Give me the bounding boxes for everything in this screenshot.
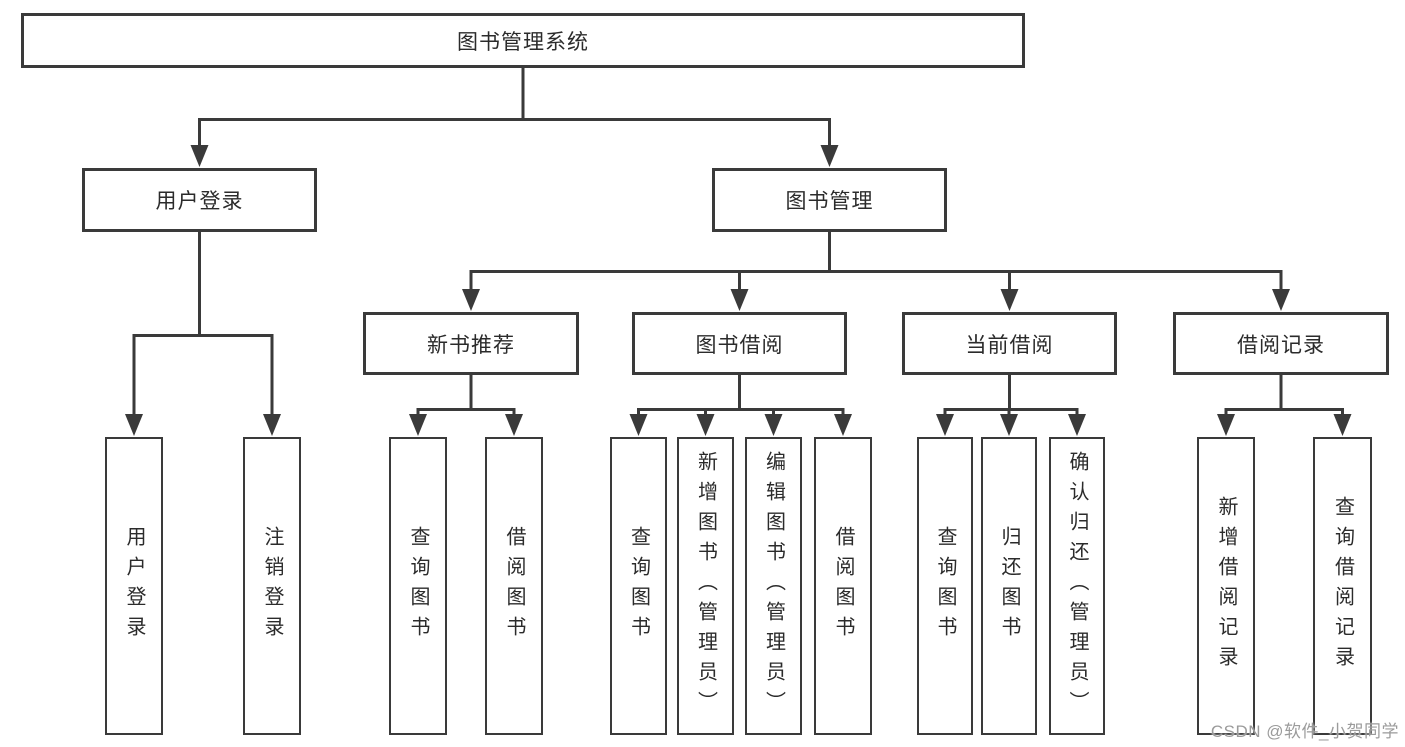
node-label: 图书借阅 — [695, 333, 784, 357]
node-new-book-recommend: 新书推荐 — [363, 312, 579, 375]
node-label: 查询图书 — [627, 526, 650, 646]
connector-bookmgmt-branch — [469, 230, 1283, 273]
node-label: 查询图书 — [934, 526, 956, 646]
node-label: 图书管理系统 — [457, 30, 589, 54]
leaf-query-book-3: 查询图书 — [917, 437, 973, 735]
arrow-down-icon — [696, 414, 715, 436]
arrow-down-icon — [505, 414, 523, 436]
arrow-down-icon — [764, 414, 783, 436]
arrow-down-icon — [1000, 414, 1018, 436]
arrow-down-icon — [936, 414, 954, 436]
node-label: 确认归还（管理员） — [1066, 451, 1088, 721]
leaf-borrow-book-1: 借阅图书 — [485, 437, 543, 735]
leaf-query-borrow-record: 查询借阅记录 — [1313, 437, 1372, 735]
node-root-system: 图书管理系统 — [21, 13, 1025, 68]
connector-userlogin-branch — [132, 230, 274, 337]
leaf-edit-book-admin: 编辑图书（管理员） — [745, 437, 802, 735]
connector-currentborrow-branch — [943, 373, 1079, 411]
connector-borrowrecord-branch — [1224, 373, 1344, 411]
connector-bookborrow-branch — [637, 373, 845, 411]
node-label: 当前借阅 — [965, 333, 1054, 357]
leaf-user-login: 用户登录 — [105, 437, 163, 735]
node-label: 归还图书 — [998, 526, 1020, 646]
arrow-down-icon — [1068, 414, 1086, 436]
node-user-login: 用户登录 — [82, 168, 317, 232]
node-label: 借阅记录 — [1237, 333, 1325, 357]
node-label: 借阅图书 — [832, 526, 854, 646]
arrow-down-icon — [1272, 289, 1290, 311]
arrow-down-icon — [730, 289, 749, 311]
node-label: 新增图书（管理员） — [694, 451, 717, 721]
node-label: 借阅图书 — [503, 526, 525, 646]
leaf-return-book: 归还图书 — [981, 437, 1037, 735]
csdn-watermark: CSDN @软件_小贺同学 — [1210, 722, 1399, 741]
leaf-add-borrow-record: 新增借阅记录 — [1197, 437, 1255, 735]
arrow-down-icon — [1217, 414, 1235, 436]
leaf-confirm-return-admin: 确认归还（管理员） — [1049, 437, 1105, 735]
leaf-logout: 注销登录 — [243, 437, 301, 735]
node-label: 图书管理 — [785, 190, 874, 213]
arrow-down-icon — [834, 414, 852, 436]
leaf-query-book-1: 查询图书 — [389, 437, 447, 735]
arrow-down-icon — [462, 289, 480, 311]
node-label: 新书推荐 — [427, 333, 515, 357]
arrow-down-icon — [1333, 414, 1352, 436]
connector-root-branch — [198, 66, 831, 121]
node-label: 用户登录 — [123, 526, 145, 646]
leaf-add-book-admin: 新增图书（管理员） — [677, 437, 734, 735]
arrow-down-icon — [629, 414, 648, 436]
connector-newbook-branch — [416, 373, 516, 411]
node-label: 用户登录 — [155, 190, 244, 213]
node-label: 编辑图书（管理员） — [762, 451, 785, 721]
arrow-down-icon — [409, 414, 427, 436]
leaf-borrow-book-2: 借阅图书 — [814, 437, 872, 735]
node-borrow-record: 借阅记录 — [1173, 312, 1389, 375]
node-label: 查询借阅记录 — [1331, 496, 1354, 676]
arrow-down-icon — [263, 414, 281, 436]
node-current-borrow: 当前借阅 — [902, 312, 1117, 375]
node-book-management: 图书管理 — [712, 168, 947, 232]
node-label: 新增借阅记录 — [1215, 496, 1237, 676]
arrow-down-icon — [1000, 289, 1019, 311]
arrow-down-icon — [820, 145, 839, 167]
leaf-query-book-2: 查询图书 — [610, 437, 667, 735]
arrow-down-icon — [190, 145, 209, 167]
node-book-borrow: 图书借阅 — [632, 312, 847, 375]
arrow-down-icon — [125, 414, 143, 436]
node-label: 注销登录 — [261, 526, 283, 646]
node-label: 查询图书 — [407, 526, 429, 646]
arrowheads — [125, 145, 1352, 436]
